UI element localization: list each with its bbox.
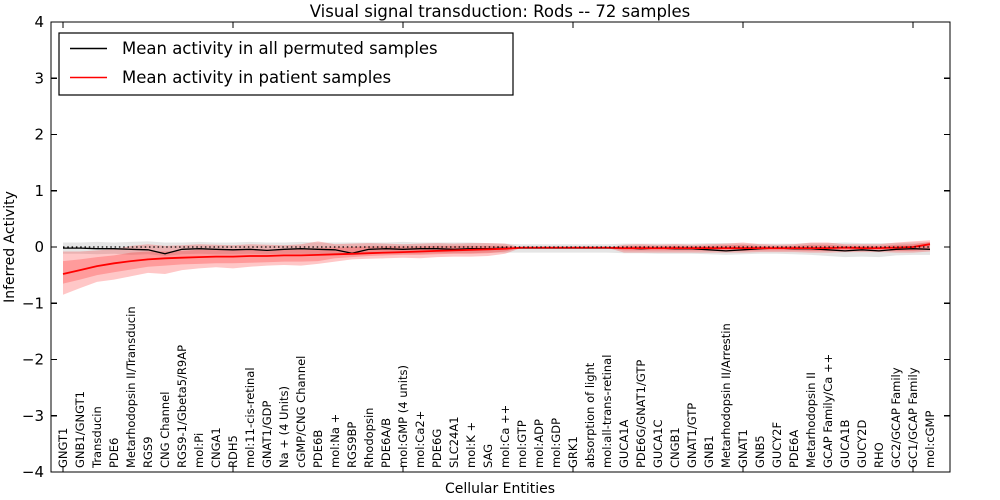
x-category-label: GNAT1/GTP — [685, 403, 699, 468]
x-category-label: GUCY2F — [770, 422, 784, 468]
x-category-label: CNGA1 — [209, 427, 223, 468]
x-category-label: RGS9-1/Gbeta5/R9AP — [175, 345, 189, 468]
band-patient-range-outer — [63, 240, 930, 295]
x-category-label: GC2/GCAP Family — [889, 367, 903, 468]
x-category-label: cGMP/CNG Channel — [294, 356, 308, 468]
x-category-label: Transducin — [90, 406, 104, 469]
x-category-label: PDE6B — [311, 430, 325, 468]
x-category-label: RDH5 — [226, 435, 240, 468]
x-category-label: Na + (4 Units) — [277, 386, 291, 468]
y-tick-label: −4 — [22, 463, 44, 481]
series-patient-mean — [62, 243, 931, 275]
x-category-label: GNAT1 — [736, 429, 750, 468]
x-category-label: RHO — [872, 442, 886, 468]
y-tick-label: 0 — [34, 238, 44, 256]
chart-title: Visual signal transduction: Rods -- 72 s… — [310, 2, 691, 21]
x-category-label: CNGB1 — [668, 427, 682, 468]
x-category-label: GUCA1C — [651, 419, 665, 468]
x-category-label: mol:Ca2+ — [413, 411, 427, 468]
x-category-label: mol:11-cis-retinal — [243, 367, 257, 468]
x-axis-label: Cellular Entities — [445, 481, 555, 497]
x-category-label: RGS9BP — [345, 422, 359, 468]
x-category-label: GNGT1 — [56, 428, 70, 468]
x-category-label: PDE6A/B — [379, 418, 393, 468]
x-category-label: mol:all-trans-retinal — [600, 355, 614, 468]
x-category-label: mol:ADP — [532, 419, 546, 468]
legend-box — [58, 32, 514, 96]
x-category-label: GNB5 — [753, 435, 767, 468]
x-category-label: GNB1 — [702, 435, 716, 468]
x-category-label: GC1/GCAP Family — [906, 367, 920, 468]
x-category-label: CNG Channel — [158, 392, 172, 468]
x-category-label: mol:Ca ++ — [498, 405, 512, 468]
y-tick-label: 3 — [34, 69, 44, 87]
x-category-label: PDE6 — [107, 438, 121, 468]
x-category-label: GNB1/GNGT1 — [73, 391, 87, 468]
x-category-label: SLC24A1 — [447, 416, 461, 468]
legend: Mean activity in all permuted samples Me… — [58, 32, 514, 96]
x-category-label: PDE6G/GNAT1/GTP — [634, 360, 648, 468]
x-category-label: SAG — [481, 444, 495, 468]
x-category-label: mol:cGMP — [923, 411, 937, 468]
x-category-label: mol:GMP (4 units) — [396, 365, 410, 468]
y-tick-label: 1 — [34, 182, 44, 200]
x-category-label: Metarhodopsin II/Transducin — [124, 306, 138, 468]
x-category-label: mol:Pi — [192, 433, 206, 468]
y-tick-label: 2 — [34, 126, 44, 144]
x-category-label: GRK1 — [566, 436, 580, 468]
x-category-label: Metarhodopsin II — [804, 372, 818, 468]
x-category-label: Metarhodopsin II/Arrestin — [719, 323, 733, 468]
x-category-label: absorption of light — [583, 362, 597, 468]
x-category-label: RGS9 — [141, 436, 155, 468]
x-category-label: GNAT1/GDP — [260, 401, 274, 468]
x-category-label: GUCY2D — [855, 420, 869, 468]
y-tick-label: −2 — [22, 351, 44, 369]
legend-label-patient-samples: Mean activity in patient samples — [122, 68, 391, 87]
x-category-label: mol:GTP — [515, 420, 529, 468]
x-category-label: GUCA1B — [838, 419, 852, 468]
x-category-label: Rhodopsin — [362, 408, 376, 468]
x-category-label: PDE6A — [787, 430, 801, 468]
x-category-label: mol:K + — [464, 422, 478, 468]
x-category-label: PDE6G — [430, 429, 444, 468]
x-category-label: mol:Na + — [328, 414, 342, 468]
axis-ticks — [51, 21, 950, 473]
y-tick-label: 4 — [34, 13, 44, 31]
x-category-label: GCAP Family/Ca ++ — [821, 354, 835, 468]
x-category-label: GUCA1A — [617, 419, 631, 468]
x-category-label: mol:GDP — [549, 418, 563, 468]
legend-label-permuted-samples: Mean activity in all permuted samples — [122, 39, 438, 58]
y-tick-label: −1 — [22, 294, 44, 312]
band-patient-range-inner — [63, 241, 930, 284]
series-lines — [62, 243, 931, 275]
y-tick-label: −3 — [22, 407, 44, 425]
y-axis-label: Inferred Activity — [2, 191, 18, 303]
